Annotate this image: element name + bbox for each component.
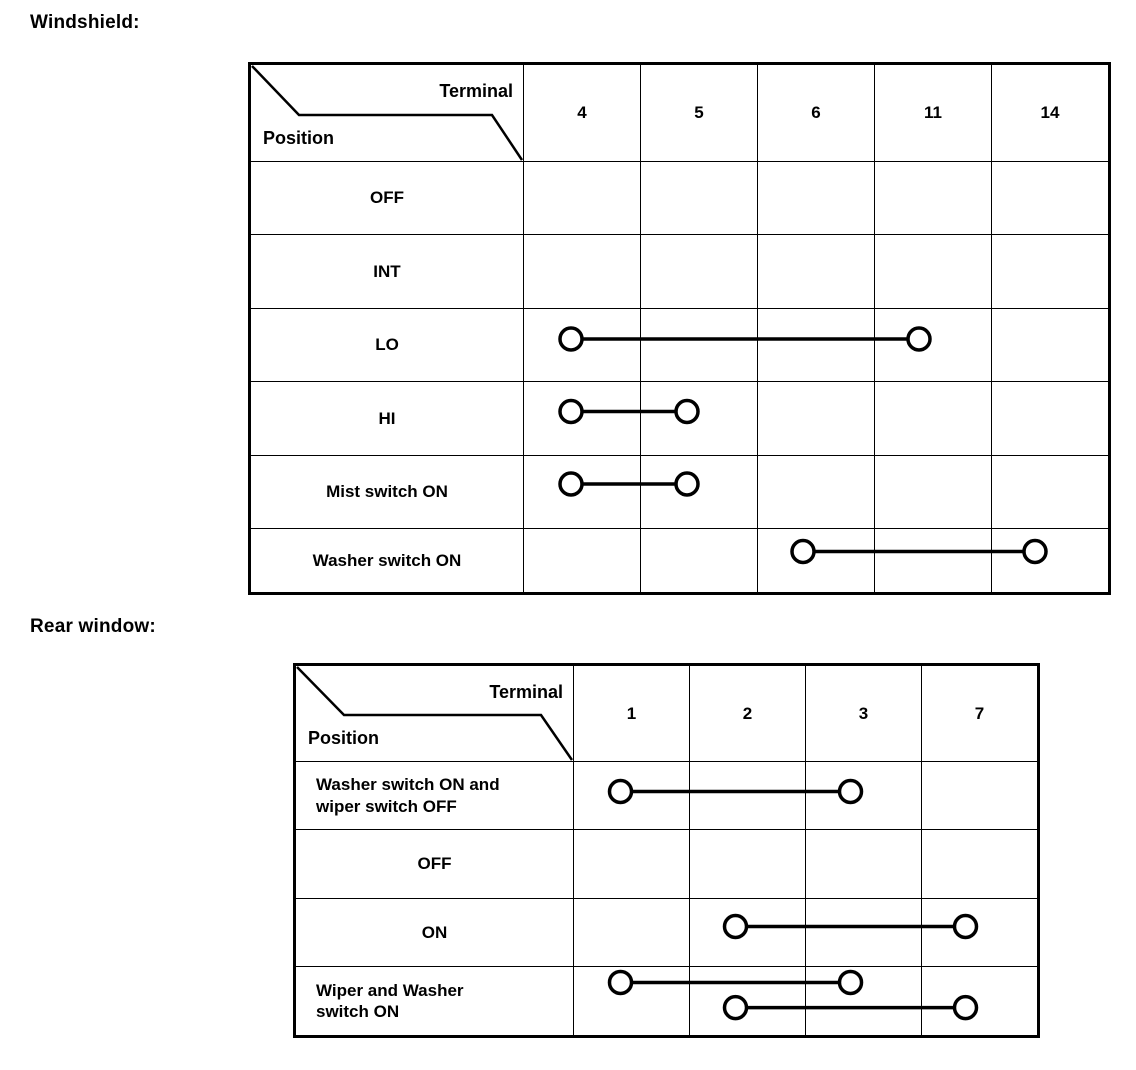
cell-r2-t3 [805,898,922,967]
table-row: OFF [293,829,1040,899]
cell-r2-t4 [523,308,641,382]
cell-r4-t5 [640,455,758,529]
cell-r2-t11 [874,308,992,382]
row-label: LO [248,308,524,382]
position-header-label: Position [263,128,334,148]
cell-r2-t6 [757,308,875,382]
cell-r0-t5 [640,161,758,235]
cell-r3-t1 [573,966,690,1038]
table-row: Washer switch ON [248,528,1111,595]
cell-r5-t6 [757,528,875,595]
row-label: Washer switch ON and wiper switch OFF [293,761,574,830]
table-row: HI [248,381,1111,456]
corner-diagonal-divider [296,666,573,761]
table-row: OFF [248,161,1111,235]
cell-r3-t7 [921,966,1040,1038]
cell-r0-t11 [874,161,992,235]
cell-r2-t7 [921,898,1040,967]
cell-r3-t5 [640,381,758,456]
windshield-caption: Windshield: [30,12,140,33]
cell-r1-t1 [573,829,690,899]
row-label: INT [248,234,524,309]
cell-r0-t3 [805,761,922,830]
cell-r3-t11 [874,381,992,456]
cell-r0-t6 [757,161,875,235]
row-label: Mist switch ON [248,455,524,529]
row-label: Wiper and Washer switch ON [293,966,574,1038]
row-label: ON [293,898,574,967]
cell-r5-t14 [991,528,1111,595]
cell-r0-t14 [991,161,1111,235]
terminal-header-4: 4 [523,62,641,162]
rear-window-caption: Rear window: [30,616,156,637]
cell-r3-t2 [689,966,806,1038]
row-label: OFF [248,161,524,235]
cell-r4-t6 [757,455,875,529]
cell-r1-t4 [523,234,641,309]
cell-r1-t3 [805,829,922,899]
terminal-header-1: 1 [573,663,690,762]
cell-r5-t11 [874,528,992,595]
cell-r4-t14 [991,455,1111,529]
cell-r1-t5 [640,234,758,309]
terminal-header-label: Terminal [439,81,513,101]
terminal-header-11: 11 [874,62,992,162]
cell-r1-t11 [874,234,992,309]
cell-r1-t14 [991,234,1111,309]
cell-r2-t14 [991,308,1111,382]
cell-r1-t2 [689,829,806,899]
terminal-header-3: 3 [805,663,922,762]
table-row: INT [248,234,1111,309]
cell-r2-t2 [689,898,806,967]
terminal-header-5: 5 [640,62,758,162]
cell-r0-t2 [689,761,806,830]
table-row: ON [293,898,1040,967]
cell-r3-t6 [757,381,875,456]
terminal-header-2: 2 [689,663,806,762]
cell-r0-t1 [573,761,690,830]
table-row: Mist switch ON [248,455,1111,529]
terminal-header-6: 6 [757,62,875,162]
table-row: Washer switch ON and wiper switch OFF [293,761,1040,830]
corner-diagonal-divider [251,65,523,161]
terminal-header-14: 14 [991,62,1111,162]
position-header-label: Position [308,728,379,748]
cell-r3-t4 [523,381,641,456]
cell-r4-t4 [523,455,641,529]
terminal-header-label: Terminal [489,682,563,702]
cell-r3-t14 [991,381,1111,456]
table-row: LO [248,308,1111,382]
cell-r5-t4 [523,528,641,595]
cell-r4-t11 [874,455,992,529]
cell-r5-t5 [640,528,758,595]
cell-r2-t5 [640,308,758,382]
terminal-header-7: 7 [921,663,1040,762]
cell-r1-t6 [757,234,875,309]
cell-r0-t7 [921,761,1040,830]
cell-r2-t1 [573,898,690,967]
cell-r1-t7 [921,829,1040,899]
cell-r0-t4 [523,161,641,235]
table-row: Wiper and Washer switch ON [293,966,1040,1038]
row-label: OFF [293,829,574,899]
cell-r3-t3 [805,966,922,1038]
row-label: HI [248,381,524,456]
row-label: Washer switch ON [248,528,524,595]
